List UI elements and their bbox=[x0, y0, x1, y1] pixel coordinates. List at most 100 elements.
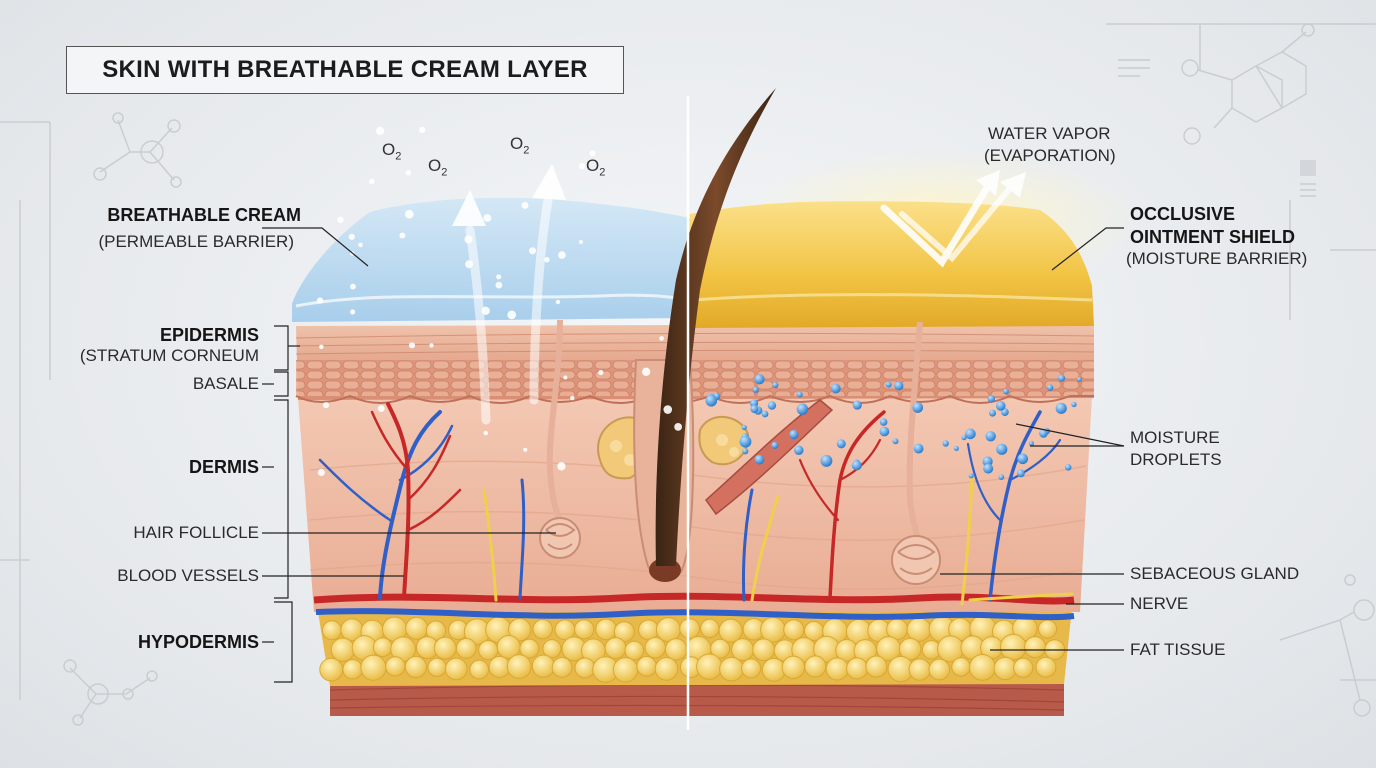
fat-cell bbox=[342, 659, 363, 680]
moisture-droplet bbox=[892, 438, 899, 445]
moisture-droplet bbox=[1057, 374, 1066, 382]
fat-cell bbox=[636, 656, 657, 677]
fat-cell bbox=[761, 657, 786, 682]
oxygen-bubble bbox=[521, 201, 529, 209]
oxygen-bubble bbox=[319, 344, 324, 350]
moisture-droplet bbox=[796, 403, 809, 415]
label-dermis: DERMIS bbox=[188, 457, 259, 477]
fat-cell bbox=[574, 619, 595, 640]
oxygen-label: O2 bbox=[428, 156, 448, 179]
oxygen-bubble bbox=[429, 343, 434, 348]
capillaries-left bbox=[318, 402, 526, 602]
fat-cell bbox=[455, 638, 477, 659]
oxygen-bubble bbox=[408, 342, 416, 349]
fat-cell bbox=[865, 655, 888, 678]
dermis-layer bbox=[298, 396, 1092, 612]
fat-cell bbox=[478, 640, 499, 661]
fat-cell bbox=[404, 655, 428, 679]
label-occlusive: OCCLUSIVE bbox=[1130, 204, 1236, 224]
molecule-decoration-left bbox=[0, 112, 182, 726]
fat-cell bbox=[710, 638, 731, 659]
breathable-cream-layer bbox=[292, 197, 690, 322]
fat-cell bbox=[679, 618, 701, 639]
oxygen-bubble bbox=[419, 126, 426, 134]
label-breathable-cream: BREATHABLE CREAM bbox=[107, 205, 301, 225]
moisture-droplet bbox=[741, 424, 747, 431]
fat-cell bbox=[638, 619, 659, 641]
label-permeable-barrier: (PERMEABLE BARRIER) bbox=[98, 232, 294, 251]
oxygen-bubble bbox=[464, 235, 473, 244]
moisture-droplet bbox=[1055, 402, 1067, 414]
fat-cell bbox=[427, 657, 447, 677]
oxygen-bubble bbox=[523, 447, 528, 452]
fat-cell bbox=[604, 637, 627, 660]
fat-cell bbox=[664, 638, 688, 661]
fat-cell bbox=[783, 619, 805, 641]
oxygen-bubble bbox=[316, 297, 324, 304]
moisture-droplet bbox=[894, 381, 904, 391]
oxygen-bubble bbox=[483, 430, 489, 436]
oxygen-bubble bbox=[465, 260, 474, 269]
oxygen-flow-arrows bbox=[452, 164, 566, 425]
moisture-droplet bbox=[750, 405, 759, 414]
oxygen-bubble bbox=[578, 239, 584, 245]
fat-cell bbox=[1035, 656, 1057, 678]
label-evaporation: (EVAPORATION) bbox=[984, 146, 1116, 165]
fat-cell bbox=[999, 633, 1027, 661]
oxygen-bubble bbox=[349, 283, 356, 290]
moisture-droplet bbox=[983, 463, 994, 474]
fat-cell bbox=[1024, 636, 1047, 659]
moisture-droplet bbox=[879, 426, 890, 437]
hair-follicle bbox=[633, 88, 776, 582]
oxygen-bubble bbox=[322, 402, 330, 409]
fat-cell bbox=[968, 653, 996, 681]
moisture-droplet bbox=[1064, 464, 1072, 471]
oxygen-bubble bbox=[589, 150, 596, 157]
moisture-droplet bbox=[879, 418, 888, 426]
molecule-decoration-right bbox=[1106, 23, 1376, 717]
capillaries-right bbox=[741, 410, 1074, 606]
moisture-droplet bbox=[1071, 401, 1077, 408]
fat-cell bbox=[696, 653, 723, 680]
skin-block bbox=[292, 88, 1140, 716]
fat-cell bbox=[444, 657, 468, 681]
oxygen-bubble bbox=[348, 233, 355, 240]
label-moisture-barrier: (MOISTURE BARRIER) bbox=[1126, 249, 1308, 268]
oxygen-label: O2 bbox=[510, 134, 530, 157]
oxygen-bubble bbox=[507, 310, 517, 320]
moisture-droplet bbox=[965, 428, 976, 440]
oxygen-bubble bbox=[337, 216, 344, 224]
oxygen-bubble bbox=[598, 370, 604, 376]
moisture-droplet bbox=[754, 454, 765, 465]
label-fat-tissue: FAT TISSUE bbox=[1130, 640, 1226, 659]
moisture-droplet bbox=[830, 383, 841, 394]
moisture-droplet bbox=[1017, 469, 1025, 478]
oxygen-label: O2 bbox=[382, 140, 402, 163]
fat-cell bbox=[506, 654, 532, 679]
oxygen-bubble bbox=[528, 247, 537, 255]
fat-cell bbox=[1013, 657, 1034, 678]
label-hair-follicle: HAIR FOLLICLE bbox=[133, 523, 259, 542]
fat-cell bbox=[752, 638, 775, 662]
label-droplets: DROPLETS bbox=[1130, 450, 1222, 469]
moisture-droplet bbox=[995, 401, 1006, 411]
fat-cell bbox=[360, 654, 387, 681]
moisture-droplet bbox=[985, 431, 996, 442]
label-stratum-corneum: (STRATUM CORNEUM bbox=[79, 346, 259, 365]
moisture-droplet bbox=[749, 399, 759, 408]
fat-cell bbox=[433, 636, 457, 660]
oxygen-label: O2 bbox=[586, 156, 606, 179]
moisture-droplet bbox=[912, 402, 924, 413]
water-vapor-arrows bbox=[880, 170, 1026, 268]
fat-cell bbox=[531, 654, 556, 678]
moisture-droplet bbox=[1046, 384, 1054, 391]
moisture-droplet bbox=[885, 381, 892, 388]
fat-cell bbox=[719, 656, 744, 682]
label-water-vapor: WATER VAPOR bbox=[988, 124, 1111, 143]
fat-cell bbox=[898, 637, 922, 661]
oxygen-bubble bbox=[558, 251, 566, 259]
oxygen-bubble bbox=[663, 405, 673, 414]
moisture-droplet bbox=[996, 443, 1008, 455]
oxygen-bubble bbox=[404, 209, 414, 219]
